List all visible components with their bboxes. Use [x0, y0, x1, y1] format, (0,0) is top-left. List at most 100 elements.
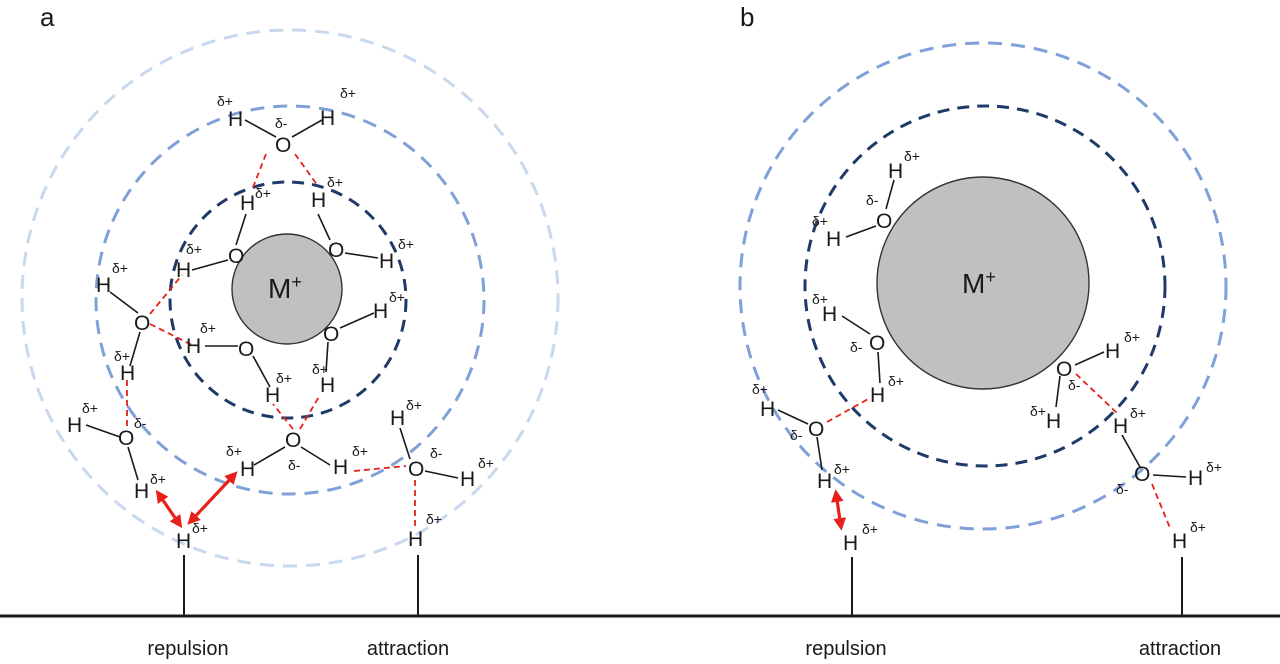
svg-text:O: O	[285, 429, 301, 452]
svg-text:δ+: δ+	[186, 241, 202, 257]
svg-text:δ+: δ+	[1124, 329, 1140, 345]
panel-a-inner-shell	[168, 180, 408, 420]
svg-text:δ+: δ+	[327, 174, 343, 190]
panel-b-oxygen-atoms: O O O O O	[808, 210, 1150, 486]
svg-text:δ+: δ+	[426, 511, 442, 527]
panel-a-outer-shell	[20, 28, 560, 568]
svg-text:δ+: δ+	[82, 400, 98, 416]
svg-text:δ+: δ+	[1030, 403, 1046, 419]
svg-text:H: H	[843, 532, 858, 555]
svg-text:δ-: δ-	[430, 445, 443, 461]
svg-text:O: O	[134, 312, 150, 335]
panel-b-partial-charges: δ+ δ- δ+ δ+ δ- δ+ δ+ δ- δ+ δ+ δ- δ+ δ+ δ…	[752, 148, 1222, 537]
svg-text:H: H	[240, 192, 255, 215]
svg-text:δ+: δ+	[217, 93, 233, 109]
panel-a-covalent-bonds	[85, 119, 459, 481]
panel-a-hydrogen-bonds	[126, 153, 416, 526]
svg-text:H: H	[240, 458, 255, 481]
panel-a-partial-charges: δ+ δ- δ+ δ+ δ+ δ+ δ+ δ+ δ+ δ+ δ+ δ+ δ+ δ…	[82, 85, 494, 536]
panel-a-label: a	[40, 2, 55, 32]
svg-text:δ-: δ-	[275, 115, 288, 131]
svg-text:δ+: δ+	[150, 471, 166, 487]
svg-text:δ+: δ+	[752, 381, 768, 397]
panel-b-attraction-label: attraction	[1139, 638, 1221, 660]
panel-b-covalent-bonds	[777, 179, 1187, 478]
panel-b-hydrogen-bonds	[826, 373, 1171, 529]
panel-a-ion-label: M+	[268, 272, 302, 304]
svg-text:δ+: δ+	[200, 320, 216, 336]
panel-b-inner-shell	[803, 104, 1167, 468]
panel-b-hydrogen-atoms: H H H H H H H H H H H H	[760, 160, 1203, 555]
panel-a-hydrogen-atoms: H H H H H H H H H H H H H H H H H H H H	[67, 107, 475, 553]
svg-text:δ+: δ+	[862, 521, 878, 537]
svg-text:δ+: δ+	[312, 361, 328, 377]
svg-text:H: H	[120, 362, 135, 385]
svg-text:H: H	[408, 528, 423, 551]
svg-text:H: H	[1172, 530, 1187, 553]
panel-a-ion	[231, 233, 343, 345]
panel-a-repulsion-arrow-right	[187, 471, 238, 525]
svg-text:H: H	[826, 228, 841, 251]
svg-text:H: H	[96, 274, 111, 297]
svg-text:δ+: δ+	[1206, 459, 1222, 475]
svg-text:O: O	[1056, 358, 1072, 381]
svg-text:H: H	[888, 160, 903, 183]
svg-text:H: H	[460, 468, 475, 491]
svg-text:H: H	[390, 407, 405, 430]
svg-text:O: O	[869, 332, 885, 355]
svg-text:δ-: δ-	[850, 339, 863, 355]
panel-a: a M+	[20, 2, 560, 660]
panel-a-middle-shell	[94, 104, 486, 496]
svg-text:H: H	[186, 335, 201, 358]
svg-text:δ+: δ+	[398, 236, 414, 252]
svg-text:H: H	[1105, 340, 1120, 363]
panel-a-attraction-label: attraction	[367, 638, 449, 660]
svg-text:δ+: δ+	[1190, 519, 1206, 535]
svg-text:δ+: δ+	[1130, 405, 1146, 421]
panel-b-ion-label: M+	[962, 267, 996, 299]
svg-text:H: H	[379, 250, 394, 273]
svg-text:H: H	[1046, 410, 1061, 433]
svg-text:H: H	[265, 384, 280, 407]
svg-text:H: H	[176, 530, 191, 553]
svg-text:O: O	[238, 338, 254, 361]
panel-b-repulsion-arrow	[830, 489, 847, 531]
svg-text:O: O	[808, 418, 824, 441]
svg-text:δ+: δ+	[904, 148, 920, 164]
svg-text:δ+: δ+	[352, 443, 368, 459]
svg-text:δ+: δ+	[192, 520, 208, 536]
svg-text:H: H	[760, 398, 775, 421]
svg-text:δ+: δ+	[478, 455, 494, 471]
svg-text:δ+: δ+	[226, 443, 242, 459]
svg-text:O: O	[328, 239, 344, 262]
svg-text:δ+: δ+	[834, 461, 850, 477]
svg-text:δ+: δ+	[112, 260, 128, 276]
svg-text:O: O	[323, 323, 339, 346]
svg-text:δ+: δ+	[812, 291, 828, 307]
svg-text:δ-: δ-	[134, 415, 147, 431]
svg-text:H: H	[311, 189, 326, 212]
svg-text:H: H	[176, 259, 191, 282]
svg-text:δ+: δ+	[276, 370, 292, 386]
svg-text:δ-: δ-	[1068, 377, 1081, 393]
panel-b-ion	[876, 176, 1090, 390]
svg-text:H: H	[67, 414, 82, 437]
panel-b-outer-shell	[738, 41, 1228, 531]
svg-text:O: O	[876, 210, 892, 233]
svg-text:δ+: δ+	[812, 213, 828, 229]
panel-b-label: b	[740, 2, 754, 32]
svg-text:H: H	[870, 384, 885, 407]
svg-text:H: H	[817, 470, 832, 493]
svg-text:δ+: δ+	[406, 397, 422, 413]
panel-a-repulsion-label: repulsion	[147, 638, 228, 660]
svg-text:O: O	[1134, 463, 1150, 486]
svg-text:O: O	[275, 134, 291, 157]
svg-text:δ+: δ+	[389, 289, 405, 305]
svg-text:H: H	[1113, 415, 1128, 438]
panel-b-repulsion-label: repulsion	[805, 638, 886, 660]
panel-a-oxygen-atoms: O O O O O O O O O	[118, 134, 424, 481]
svg-text:H: H	[320, 107, 335, 130]
svg-text:H: H	[134, 480, 149, 503]
svg-text:δ+: δ+	[340, 85, 356, 101]
